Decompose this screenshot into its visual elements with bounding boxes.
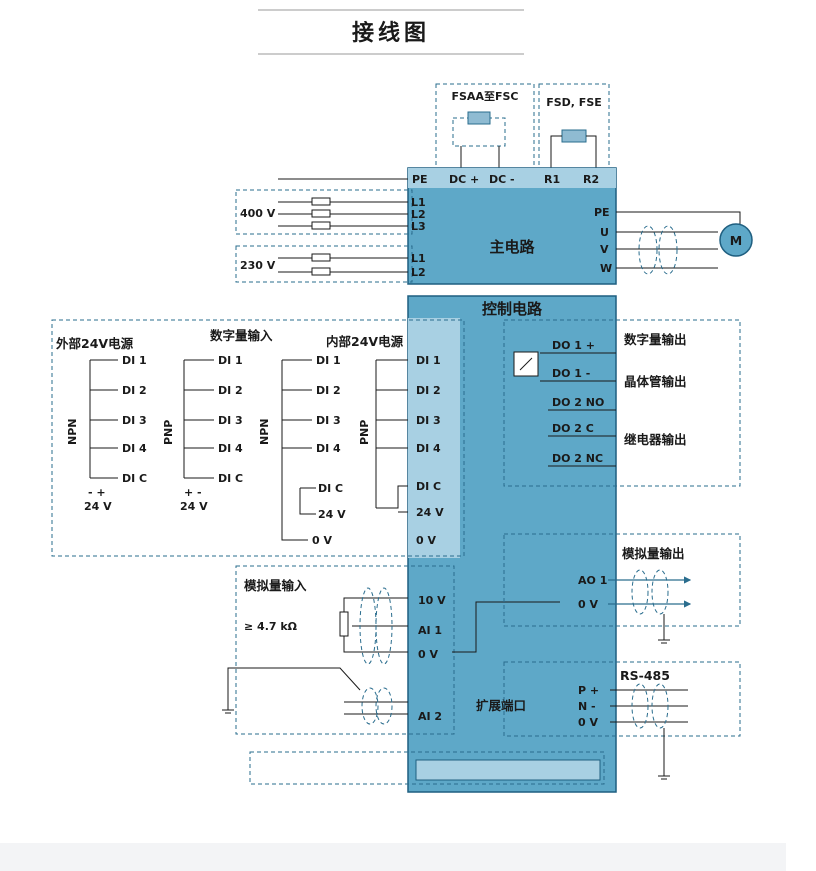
svg-text:+ -: + -: [184, 486, 202, 499]
main-circuit-label: 主电路: [489, 238, 535, 256]
ctrl-di3: DI 3: [416, 414, 441, 427]
motor-terminal-w: W: [600, 262, 612, 275]
svg-text:DI 3: DI 3: [218, 414, 243, 427]
svg-text:DI 2: DI 2: [122, 384, 147, 397]
main-terminal-strip: [408, 168, 616, 188]
svg-text:L2: L2: [411, 266, 426, 279]
svg-text:DI 2: DI 2: [316, 384, 341, 397]
ai-ai2: AI 2: [418, 710, 442, 723]
transistor-output-label: 晶体管输出: [624, 374, 687, 389]
ctrl-di1: DI 1: [416, 354, 441, 367]
svg-text:DI 4: DI 4: [122, 442, 147, 455]
npn-ext-group: NPN DI 1 DI 2 DI 3 DI 4 DI C - + 24 V: [66, 354, 147, 513]
svg-text:NPN: NPN: [66, 419, 79, 445]
svg-text:24 V: 24 V: [84, 500, 112, 513]
svg-text:DI C: DI C: [122, 472, 147, 485]
ctrl-24v: 24 V: [416, 506, 444, 519]
ao1-terminal: AO 1: [578, 574, 607, 587]
do1-minus: DO 1 -: [552, 367, 590, 380]
svg-text:24 V: 24 V: [318, 508, 346, 521]
page-title: 接线图: [352, 20, 430, 46]
svg-text:L3: L3: [411, 220, 426, 233]
supply-230v: 230 V L1 L2: [235, 245, 426, 283]
svg-text:230 V: 230 V: [240, 259, 276, 272]
int-supply-label: 内部24V电源: [326, 334, 404, 349]
digital-input-label: 数字量输入: [209, 328, 273, 343]
svg-text:DI 3: DI 3: [122, 414, 147, 427]
analog-output-label: 模拟量输出: [622, 546, 685, 561]
ctrl-di2: DI 2: [416, 384, 441, 397]
pnp-int-group: PNP: [358, 359, 408, 513]
ao-0v-terminal: 0 V: [578, 598, 598, 611]
ext-supply-label: 外部24V电源: [55, 336, 134, 351]
motor-terminal-u: U: [600, 226, 609, 239]
svg-text:PNP: PNP: [162, 420, 175, 445]
rs485-0v: 0 V: [578, 716, 598, 729]
relay-output-label: 继电器输出: [624, 432, 687, 447]
control-circuit-label: 控制电路: [482, 300, 543, 318]
ground-icon: [222, 709, 234, 714]
svg-text:DI 1: DI 1: [316, 354, 341, 367]
motor: M: [719, 223, 753, 257]
svg-text:DI 2: DI 2: [218, 384, 243, 397]
terminal-r1: R1: [544, 173, 560, 186]
ctrl-0v: 0 V: [416, 534, 436, 547]
motor-terminal-pe: PE: [594, 206, 610, 219]
pnp-ext-group: PNP DI 1 DI 2 DI 3 DI 4 DI C + - 24 V: [162, 354, 243, 513]
terminal-pe-top: PE: [412, 173, 428, 186]
ai-ai1: AI 1: [418, 624, 442, 637]
potentiometer: [339, 611, 349, 637]
rs485-n: N -: [578, 700, 596, 713]
svg-text:DI 4: DI 4: [316, 442, 341, 455]
rs485-label: RS-485: [620, 668, 670, 683]
svg-text:DI 4: DI 4: [218, 442, 243, 455]
do2-no: DO 2 NO: [552, 396, 604, 409]
svg-text:L1: L1: [411, 252, 426, 265]
svg-text:L1: L1: [411, 196, 426, 209]
svg-text:NPN: NPN: [258, 419, 271, 445]
analog-input-label: 模拟量输入: [244, 578, 307, 593]
ground-icon: [658, 614, 670, 644]
svg-text:DI 1: DI 1: [122, 354, 147, 367]
do1-plus: DO 1 +: [552, 339, 595, 352]
do2-nc: DO 2 NC: [552, 452, 603, 465]
expansion-port-label: 扩展端口: [476, 698, 526, 713]
svg-text:0 V: 0 V: [312, 534, 332, 547]
terminal-dc-plus: DC +: [449, 173, 479, 186]
brake-resistor-fsaa-group: FSAA至FSC: [435, 83, 535, 171]
bottom-port: [415, 759, 601, 781]
svg-text:- +: - +: [88, 486, 106, 499]
ground-icon: [658, 728, 670, 780]
svg-text:DI 1: DI 1: [218, 354, 243, 367]
svg-text:DI 3: DI 3: [316, 414, 341, 427]
ai-0v: 0 V: [418, 648, 438, 661]
svg-text:400 V: 400 V: [240, 207, 276, 220]
svg-text:FSD, FSE: FSD, FSE: [546, 96, 602, 109]
brake-resistor-fsd-group: FSD, FSE: [538, 83, 610, 171]
svg-text:24 V: 24 V: [180, 500, 208, 513]
svg-text:PNP: PNP: [358, 420, 371, 445]
resistor-value: ≥ 4.7 kΩ: [244, 620, 298, 633]
supply-400v: 400 V L1 L2 L3: [235, 189, 426, 235]
svg-text:M: M: [730, 233, 742, 248]
digital-output-label: 数字量输出: [623, 332, 687, 347]
ctrl-dic: DI C: [416, 480, 441, 493]
svg-text:DI C: DI C: [318, 482, 343, 495]
terminal-dc-minus: DC -: [489, 173, 515, 186]
svg-text:FSAA至FSC: FSAA至FSC: [452, 90, 519, 103]
terminal-r2: R2: [583, 173, 599, 186]
svg-text:L2: L2: [411, 208, 426, 221]
ctrl-di4: DI 4: [416, 442, 441, 455]
svg-text:DI C: DI C: [218, 472, 243, 485]
rs485-p: P +: [578, 684, 599, 697]
npn-int-group: NPN DI 1 DI 2 DI 3 DI 4 DI C 24 V 0 V: [258, 354, 346, 547]
footer-strip: [0, 843, 786, 871]
do2-c: DO 2 C: [552, 422, 594, 435]
ai-10v: 10 V: [418, 594, 446, 607]
di-terminal-strip: [408, 318, 460, 558]
motor-terminal-v: V: [600, 243, 609, 256]
